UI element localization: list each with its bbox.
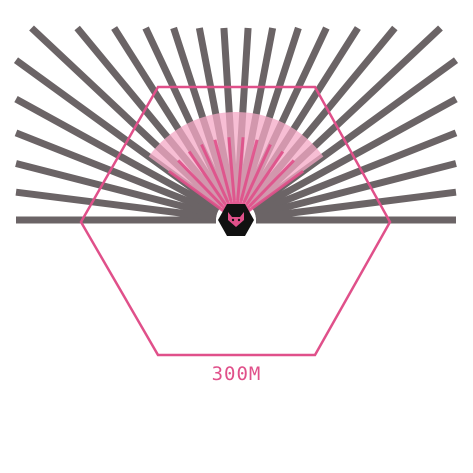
sensor-ray [255,188,457,221]
sensor-ray [251,95,458,214]
fox-head-icon [228,212,244,227]
range-hexagon [79,85,392,357]
sensor-ray [14,95,221,214]
sensor-ray [14,129,219,216]
detection-fan-area [148,111,324,220]
range-label: 300M [211,363,262,385]
sensor-ray [253,129,458,216]
sensor-ray [15,160,218,219]
sensor-ray [254,160,457,219]
fox-emblem [218,204,254,236]
sensor-ray [15,188,217,221]
